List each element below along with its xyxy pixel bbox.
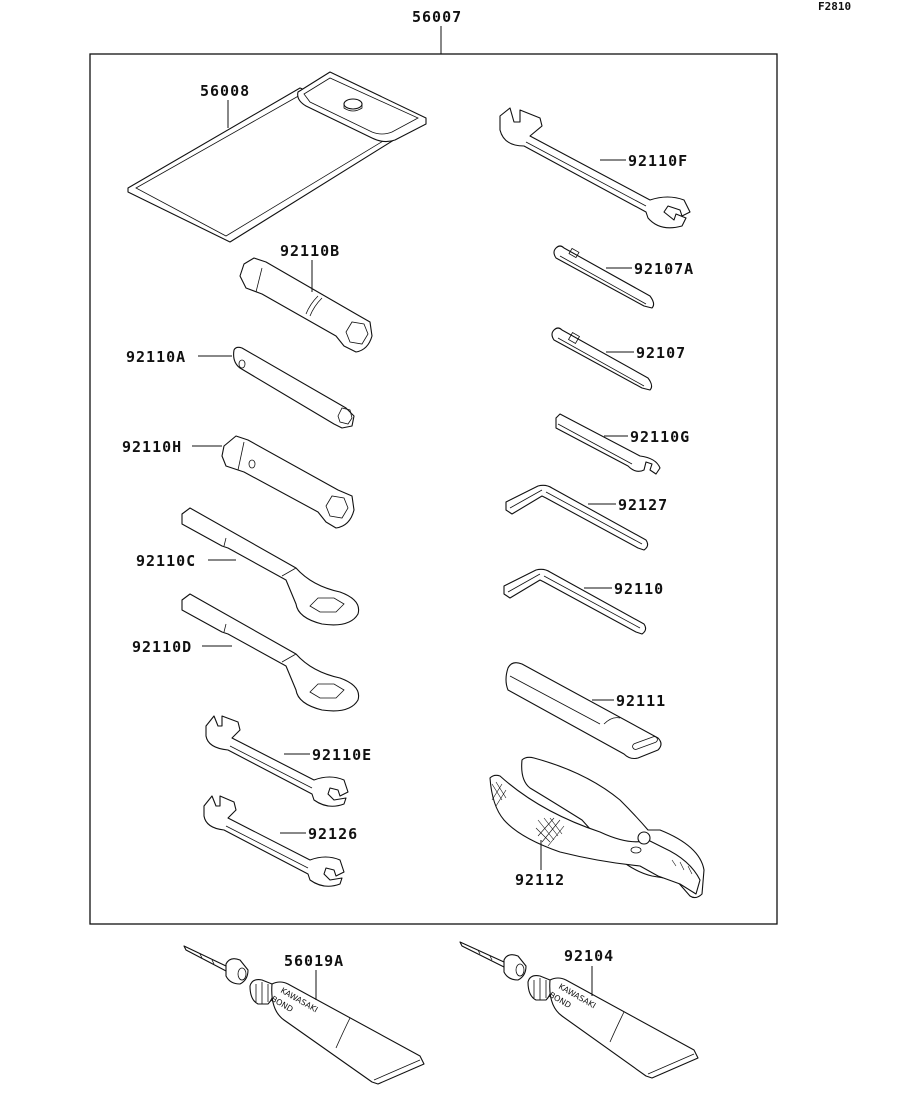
pin-spanner-g-drawing[interactable] [555,413,661,475]
box-wrench-a-label: 92110A [126,348,186,366]
bond-tube-a-label: 56019A [284,952,344,970]
figure-code: F2810 [818,0,851,13]
open-wrench-large-label: 92110F [628,152,688,170]
pliers-drawing[interactable] [489,756,705,899]
ring-wrench-d-label: 92110D [132,638,192,656]
pin-spanner-g-label: 92110G [630,428,690,446]
hex-key-small-drawing[interactable] [503,568,647,635]
bond-tube-a-drawing[interactable] [183,945,425,1085]
open-wrench-small-drawing[interactable] [203,795,345,887]
bond-tube-b-label: 92104 [564,947,614,965]
ring-wrench-c-label: 92110C [136,552,196,570]
box-wrench-b-drawing[interactable] [239,257,373,353]
bond-tube-b-drawing[interactable] [459,941,699,1079]
ring-wrench-c-drawing[interactable] [181,507,360,626]
box-wrench-b-label: 92110B [280,242,340,260]
pouch-label: 56008 [200,82,250,100]
handle-bar-label: 92111 [616,692,666,710]
open-wrench-e-drawing[interactable] [205,715,349,807]
pliers-label: 92112 [515,871,565,889]
hex-key-large-label: 92127 [618,496,668,514]
kit-label: 56007 [412,8,462,26]
hex-key-small-label: 92110 [614,580,664,598]
screwdriver-bit-label: 92107 [636,344,686,362]
screwdriver-bit-a-drawing[interactable] [553,245,655,309]
open-wrench-e-label: 92110E [312,746,372,764]
open-wrench-large-drawing[interactable] [499,107,691,229]
box-wrench-h-label: 92110H [122,438,182,456]
ring-wrench-d-drawing[interactable] [181,593,360,712]
kit-frame [89,53,778,925]
handle-bar-drawing[interactable] [505,662,662,760]
open-wrench-small-label: 92126 [308,825,358,843]
hex-key-large-drawing[interactable] [505,484,649,551]
screwdriver-bit-a-label: 92107A [634,260,694,278]
box-wrench-h-drawing[interactable] [221,435,355,529]
screwdriver-bit-drawing[interactable] [551,327,653,391]
box-wrench-a-drawing[interactable] [233,346,355,429]
pouch-drawing[interactable] [127,71,427,243]
